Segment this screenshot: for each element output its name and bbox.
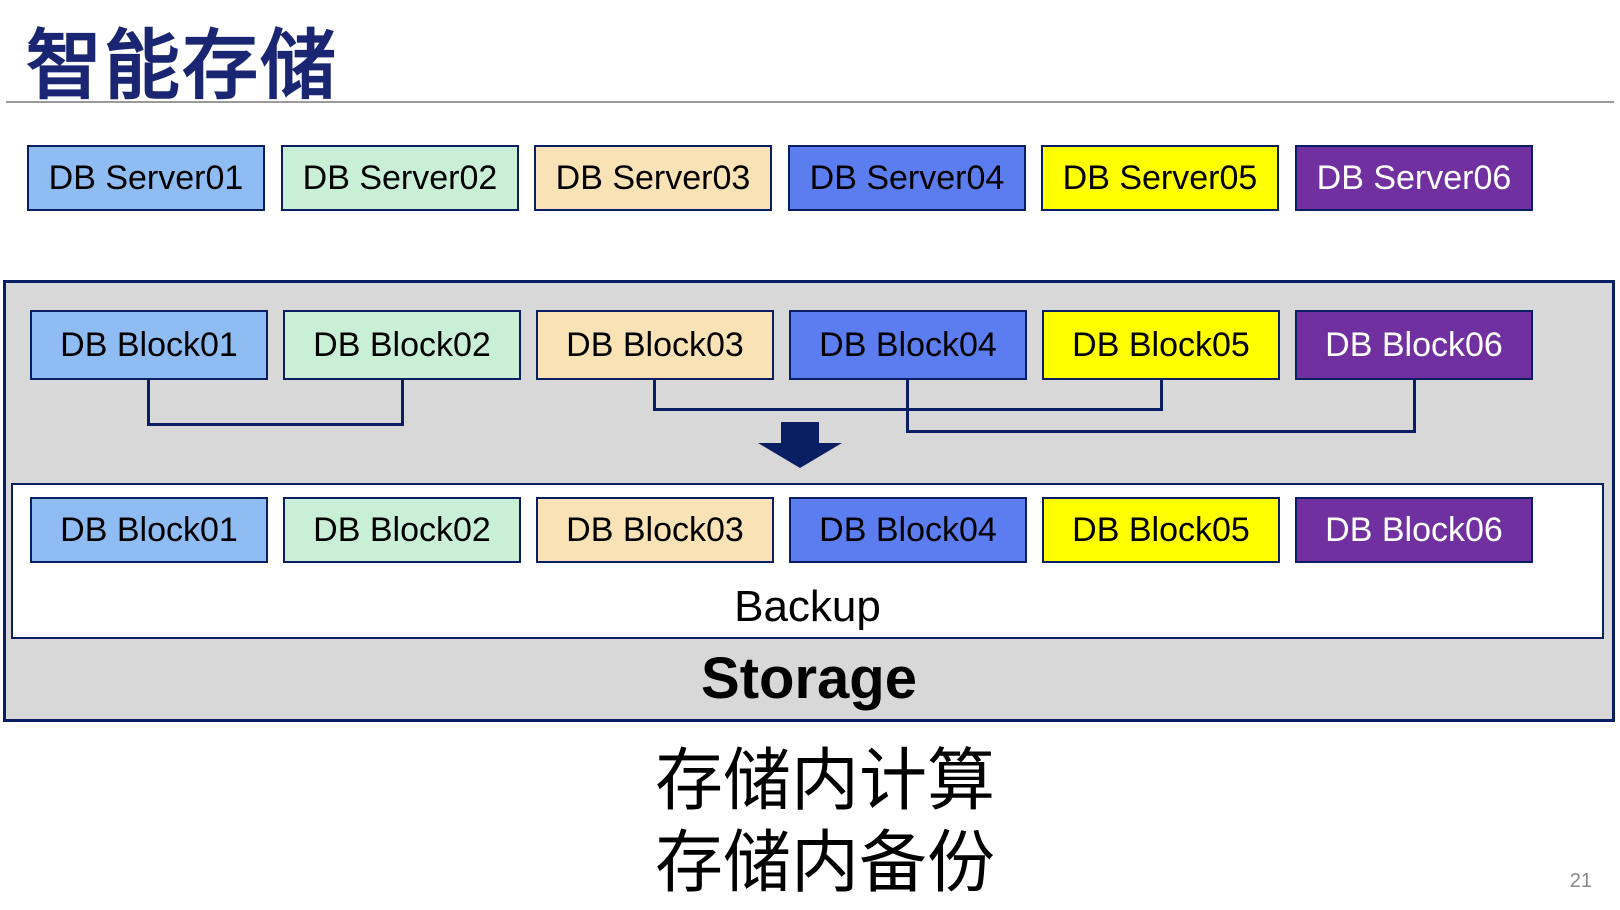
db-block04-bottom-box: DB Block04 [789, 497, 1027, 563]
caption-line-2: 存储内备份 [655, 825, 996, 901]
db-block01-bottom-box: DB Block01 [30, 497, 268, 563]
backup-label: Backup [734, 582, 881, 631]
connector-block05-vertical [1160, 380, 1163, 411]
db-block06-top-box: DB Block06 [1295, 310, 1533, 380]
db-block01-top-box: DB Block01 [30, 310, 268, 380]
db-server02-box: DB Server02 [281, 145, 519, 211]
page-number: 21 [1569, 870, 1592, 892]
connector-block03-vertical [653, 380, 656, 411]
connector-block02-vertical [401, 380, 404, 426]
caption-block: 存储内计算 存储内备份 [655, 740, 995, 904]
db-server03-box: DB Server03 [534, 145, 772, 211]
db-block04-top-box: DB Block04 [789, 310, 1027, 380]
db-server06-box: DB Server06 [1295, 145, 1533, 211]
connector-block01-vertical [147, 380, 150, 426]
db-block05-top-box: DB Block05 [1042, 310, 1280, 380]
page-title: 智能存储 [26, 24, 338, 109]
db-block06-bottom-box: DB Block06 [1295, 497, 1533, 563]
db-server01-box: DB Server01 [27, 145, 265, 211]
title-divider [6, 101, 1614, 103]
connector-block04-vertical [906, 380, 909, 433]
connector-block04-block06-horizontal [906, 430, 1416, 433]
db-block05-bottom-box: DB Block05 [1042, 497, 1280, 563]
db-block02-top-box: DB Block02 [283, 310, 521, 380]
db-server05-box: DB Server05 [1041, 145, 1279, 211]
caption-line-1: 存储内计算 [655, 743, 996, 819]
db-block03-top-box: DB Block03 [536, 310, 774, 380]
connector-block01-block02-horizontal [147, 423, 404, 426]
down-arrow-icon [758, 422, 842, 468]
db-server04-box: DB Server04 [788, 145, 1026, 211]
storage-label: Storage [701, 646, 917, 711]
db-block02-bottom-box: DB Block02 [283, 497, 521, 563]
db-block03-bottom-box: DB Block03 [536, 497, 774, 563]
connector-block06-vertical [1413, 380, 1416, 433]
